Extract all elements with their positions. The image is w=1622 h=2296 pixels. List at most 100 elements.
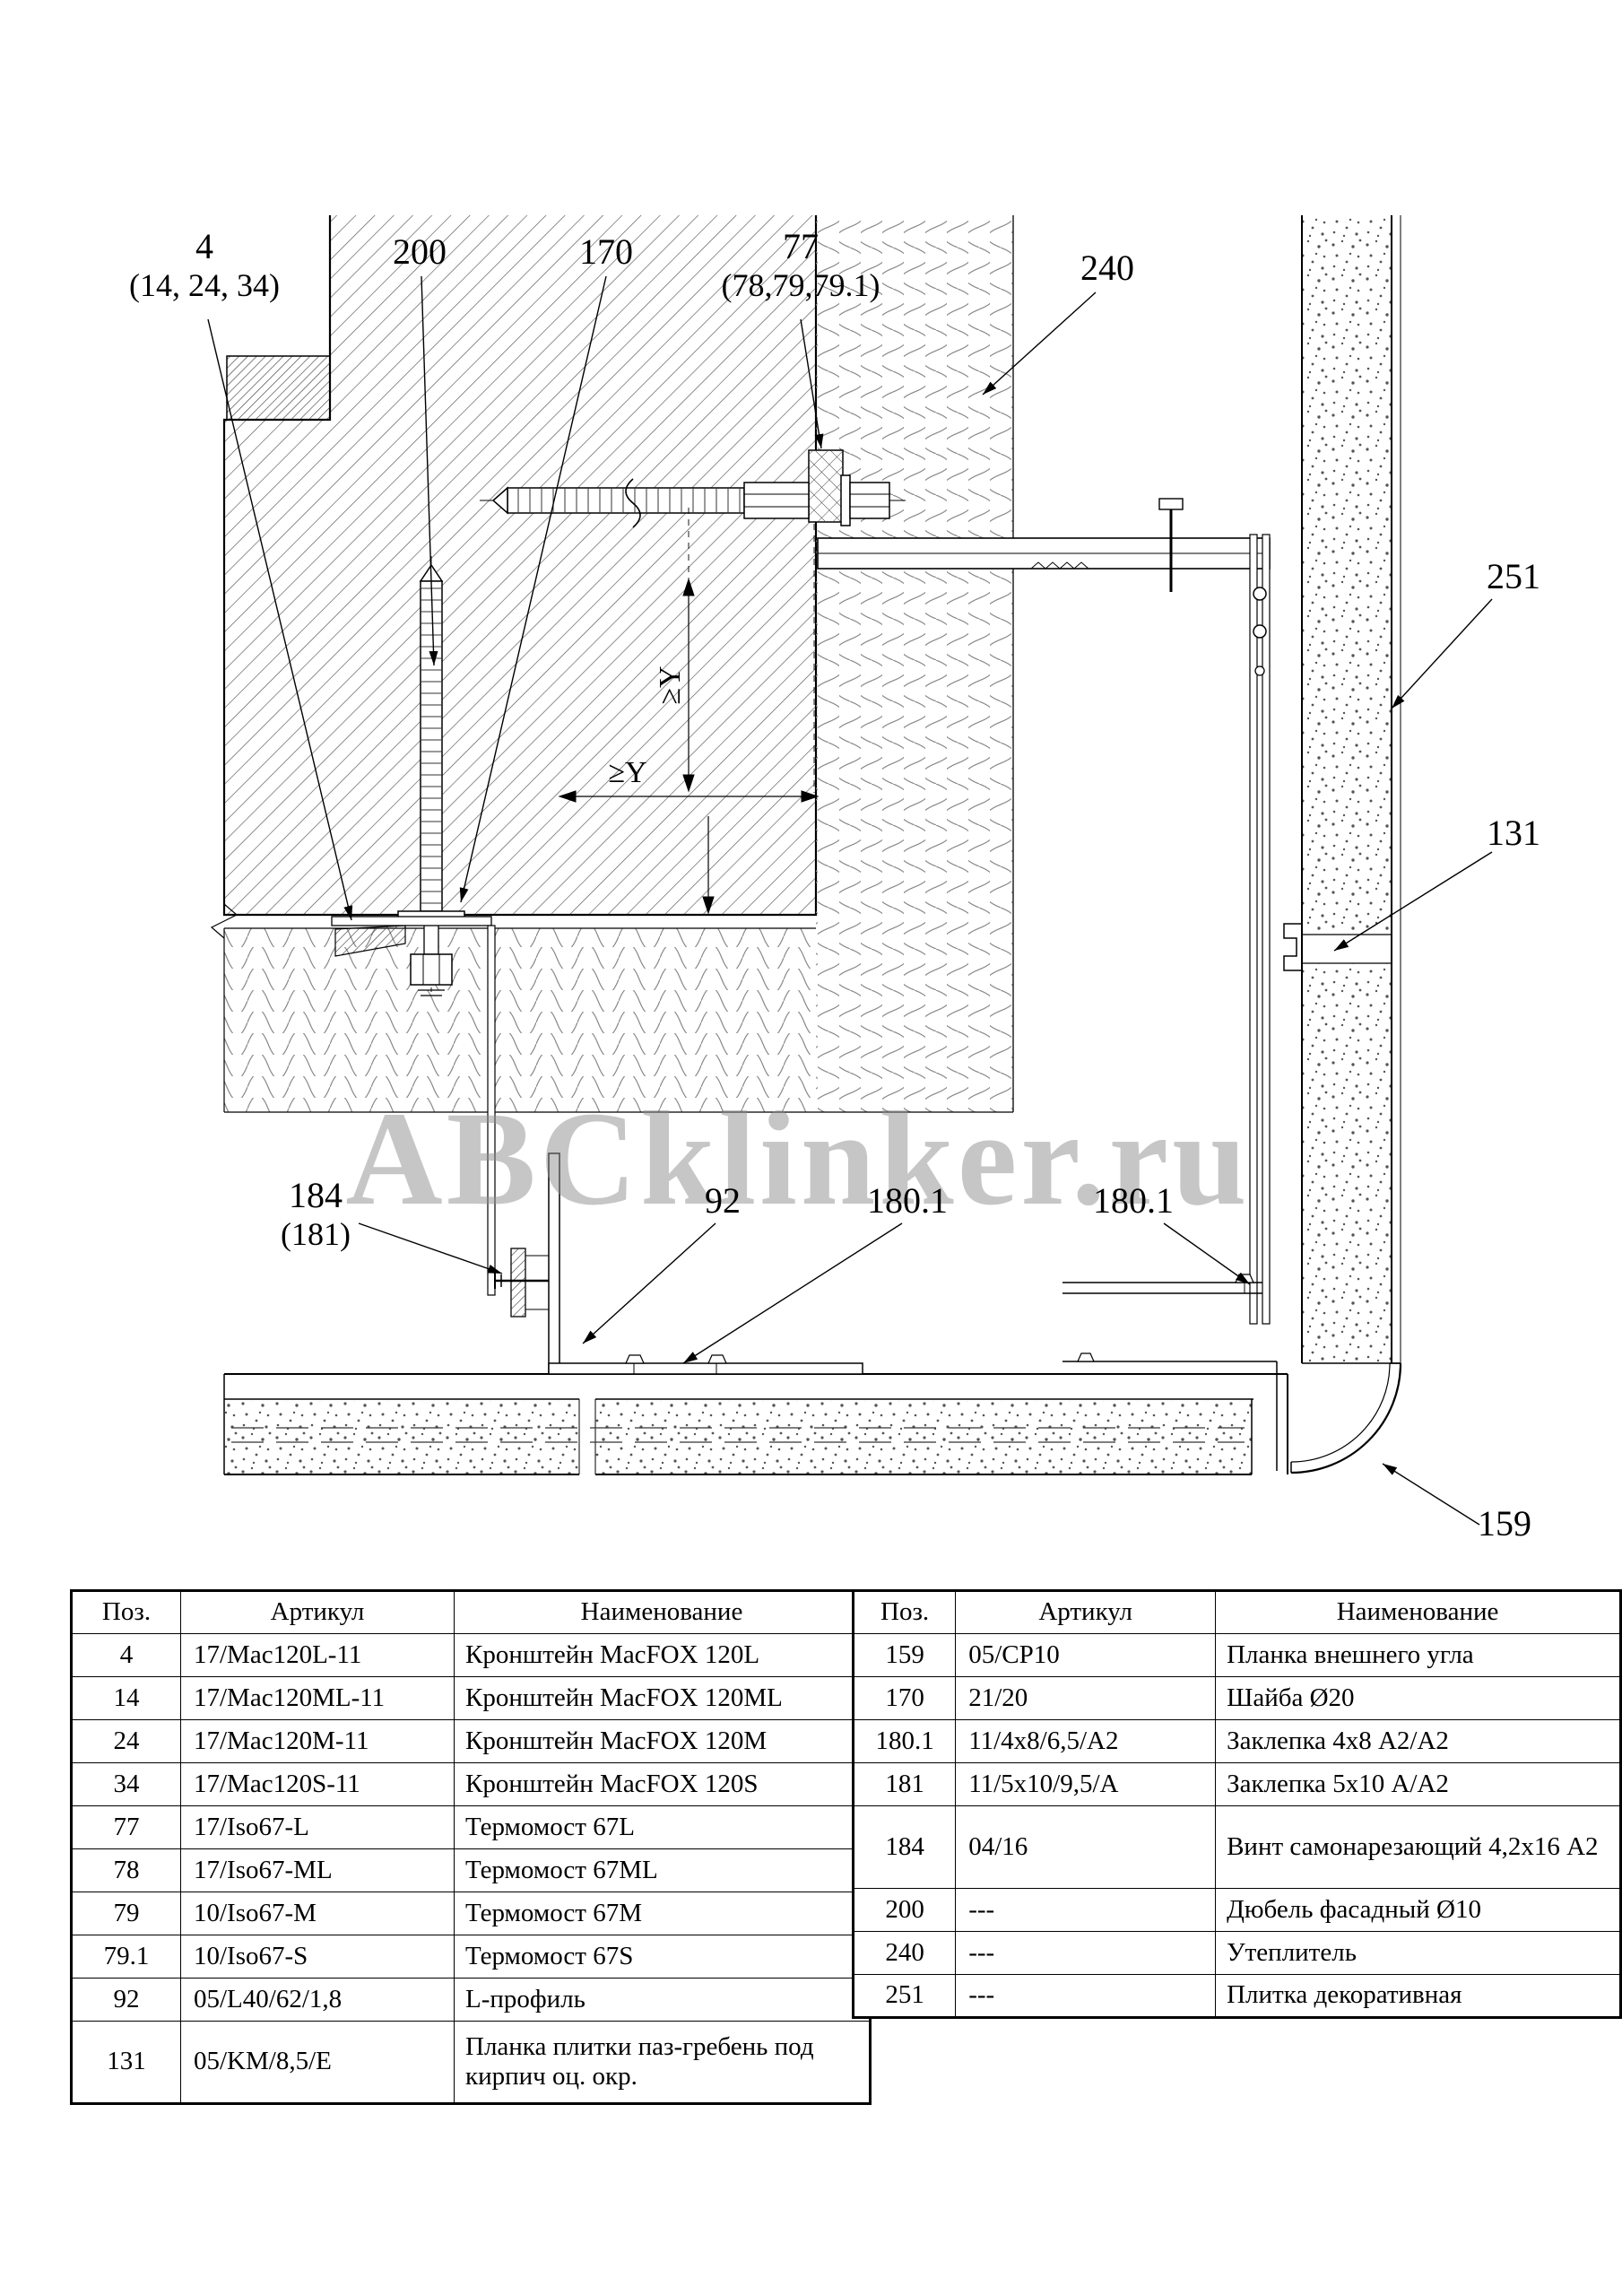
callout-subtext: (181) [281, 1216, 351, 1252]
table-row: 159 05/CP10 Планка внешнего угла [852, 1633, 1621, 1677]
callout-text: 131 [1487, 813, 1540, 853]
article-cell: 11/4x8/6,5/A2 [955, 1719, 1217, 1763]
table-header-row: Поз. Артикул Наименование [852, 1590, 1621, 1634]
table-row: 77 17/Iso67-L Термомост 67L [71, 1805, 871, 1849]
article-cell: 05/CP10 [955, 1633, 1217, 1677]
pos-cell: 78 [71, 1848, 181, 1892]
col-header-pos: Поз. [852, 1590, 957, 1634]
screw-bracket-184 [494, 1248, 551, 1318]
pos-cell: 159 [852, 1633, 957, 1677]
callout-text: 251 [1487, 556, 1540, 596]
callout-text: 184 [288, 1175, 343, 1215]
hanging-profile [487, 925, 496, 1296]
table-row: 14 17/Mac120ML-11 Кронштейн MacFOX 120ML [71, 1676, 871, 1720]
dimension-lines [558, 508, 820, 915]
pos-cell: 34 [71, 1762, 181, 1806]
name-cell: Термомост 67M [454, 1892, 871, 1935]
thermal-pad-77 [809, 450, 843, 522]
pos-cell: 24 [71, 1719, 181, 1763]
article-cell: --- [955, 1888, 1217, 1932]
col-header-pos: Поз. [71, 1590, 181, 1634]
name-cell: Кронштейн MacFOX 120S [454, 1762, 871, 1806]
article-cell: 17/Mac120ML-11 [180, 1676, 455, 1720]
rivet [1253, 624, 1267, 639]
article-cell: 17/Mac120L-11 [180, 1633, 455, 1677]
article-cell: 17/Mac120S-11 [180, 1762, 455, 1806]
article-cell: 10/Iso67-S [180, 1935, 455, 1979]
pos-cell: 79.1 [71, 1935, 181, 1979]
rivet-head [625, 1354, 645, 1364]
name-cell: Планка плитки паз-гребень под кирпич оц.… [454, 2021, 871, 2104]
name-cell: Кронштейн MacFOX 120L [454, 1633, 871, 1677]
callout-184: 184 (181) [281, 1175, 351, 1253]
table-row: 184 04/16 Винт самонарезающий 4,2x16 А2 [852, 1805, 1621, 1889]
corner-plank [1063, 1352, 1402, 1474]
article-cell: 21/20 [955, 1676, 1217, 1720]
callout-180-1-a: 180.1 [867, 1180, 948, 1222]
callout-text: 180.1 [1093, 1180, 1174, 1221]
callout-text: 240 [1080, 248, 1134, 288]
tile-cladding-vertical [1283, 215, 1401, 1364]
table-row: 92 05/L40/62/1,8 L-профиль [71, 1978, 871, 2022]
article-cell: 17/Mac120M-11 [180, 1719, 455, 1763]
callout-text: 159 [1478, 1503, 1531, 1544]
pos-cell: 92 [71, 1978, 181, 2022]
pos-cell: 240 [852, 1931, 957, 1975]
pos-cell: 14 [71, 1676, 181, 1720]
article-cell: 05/KM/8,5/E [180, 2021, 455, 2104]
callout-4: 4 (14, 24, 34) [129, 226, 280, 304]
name-cell: Заклепка 4x8 А2/А2 [1215, 1719, 1621, 1763]
tile-plank-131 [1283, 923, 1302, 971]
article-cell: 11/5x10/9,5/A [955, 1762, 1217, 1806]
l-profile [548, 1152, 863, 1375]
callout-text: 200 [393, 231, 447, 272]
dimension-label-vertical: ≥Y [654, 665, 687, 705]
pos-cell: 131 [71, 2021, 181, 2104]
parts-table-right: Поз. Артикул Наименование 159 05/CP10 Пл… [852, 1589, 1622, 2019]
col-header-article: Артикул [180, 1590, 455, 1634]
dimension-label-horizontal: ≥Y [608, 756, 647, 789]
break-mark [210, 903, 239, 939]
name-cell: Кронштейн MacFOX 120ML [454, 1676, 871, 1720]
pos-cell: 251 [852, 1974, 957, 2018]
pos-cell: 79 [71, 1892, 181, 1935]
technical-drawing [207, 215, 1493, 1526]
bracket-arm [817, 498, 1271, 592]
name-cell: L-профиль [454, 1978, 871, 2022]
rivet [1254, 665, 1265, 676]
rivet-head [707, 1354, 727, 1364]
callout-159: 159 [1478, 1503, 1531, 1544]
rivet [1253, 587, 1267, 601]
pos-cell: 184 [852, 1805, 957, 1889]
nut [410, 953, 453, 986]
insulation-layer [223, 215, 1014, 1113]
callout-subtext: (78,79,79.1) [721, 267, 880, 303]
table-row: 200 --- Дюбель фасадный Ø10 [852, 1888, 1621, 1932]
table-row: 4 17/Mac120L-11 Кронштейн MacFOX 120L [71, 1633, 871, 1677]
bracket-lower-right [1063, 1274, 1262, 1294]
col-header-article: Артикул [955, 1590, 1217, 1634]
table-row: 24 17/Mac120M-11 Кронштейн MacFOX 120M [71, 1719, 871, 1763]
rivet-head [1077, 1352, 1095, 1362]
pos-cell: 181 [852, 1762, 957, 1806]
callout-92: 92 [705, 1180, 741, 1222]
name-cell: Термомост 67L [454, 1805, 871, 1849]
pos-cell: 77 [71, 1805, 181, 1849]
parts-table-left: Поз. Артикул Наименование 4 17/Mac120L-1… [70, 1589, 872, 2105]
pos-cell: 180.1 [852, 1719, 957, 1763]
callout-200: 200 [393, 231, 447, 273]
tile-cladding-bottom [223, 1373, 1288, 1476]
table-row: 79.1 10/Iso67-S Термомост 67S [71, 1935, 871, 1979]
table-header-row: Поз. Артикул Наименование [71, 1590, 871, 1634]
article-cell: 04/16 [955, 1805, 1217, 1889]
name-cell: Термомост 67ML [454, 1848, 871, 1892]
callout-251: 251 [1487, 556, 1540, 597]
name-cell: Дюбель фасадный Ø10 [1215, 1888, 1621, 1932]
name-cell: Шайба Ø20 [1215, 1676, 1621, 1720]
name-cell: Плитка декоративная [1215, 1974, 1621, 2018]
vertical-profile [1249, 534, 1271, 1325]
name-cell: Термомост 67S [454, 1935, 871, 1979]
callout-131: 131 [1487, 813, 1540, 854]
callout-text: 170 [579, 231, 633, 272]
callout-180-1-b: 180.1 [1093, 1180, 1174, 1222]
